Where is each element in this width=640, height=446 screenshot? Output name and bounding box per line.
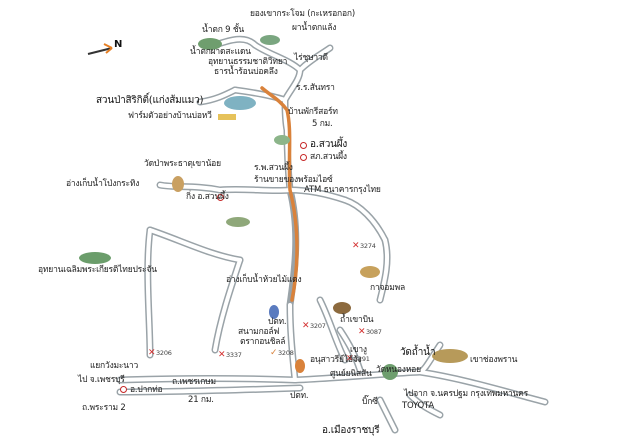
label-pha-nam-taklaeng: ผาน้ำตกแล้ง	[292, 23, 337, 33]
label-wat-nong-hoi: วัดหนองหอย	[376, 365, 421, 375]
label-ptt1: ปตท.	[268, 317, 287, 327]
route-marker-3291: ✕	[346, 354, 354, 364]
label-shop: ร้านขายของพร้อมไอซ์	[254, 175, 333, 185]
label-khao-chong-phran: เขาช่องพราน	[470, 355, 518, 365]
route-marker-3207: ✕	[302, 321, 310, 331]
marker-police	[300, 154, 307, 161]
label-to-nakhon: ไปจาก จ.นครปฐม กรุงเทพมหานคร	[404, 389, 529, 399]
label-nong-kok: อนุสาวรีย์ไอ้จ้ง	[310, 355, 362, 365]
route-marker-3087: ✕	[358, 327, 366, 337]
label-route-3274: 3274	[360, 242, 376, 250]
label-yaek-wang-manao: แยกวังมะนาว	[90, 361, 139, 371]
label-ang-huai: อ่างเก็บน้ำห้วยไม้แดง	[226, 275, 302, 285]
route-marker-3337: ✕	[218, 350, 226, 360]
label-golf2: ตรากอนชิลล์	[240, 337, 286, 347]
label-muang-ratchaburi: อ.เมืองราชบุรี	[322, 425, 380, 436]
label-km21: 21 กม.	[188, 395, 214, 405]
label-km5: 5 กม.	[312, 119, 333, 129]
label-rr-school: ร.ร.สันทรา	[296, 83, 335, 93]
label-kaeng-phol: กาจอมพล	[370, 283, 406, 293]
label-golf: สนามกอล์ฟ	[238, 327, 280, 337]
label-pak-tho: อ.ปากท่อ	[130, 385, 163, 395]
label-udom-park: อุทยานเฉลิมพระเกียรติไทยประจัน	[38, 265, 157, 275]
label-toyota: TOYOTA	[402, 401, 434, 411]
label-wat-phrathat: วัดป่าพระธาตุเขาน้อย	[144, 159, 221, 169]
label-to-petchaburi: ไป จ.เพชรบุรี	[78, 375, 125, 385]
marker-pak-tho	[120, 386, 127, 393]
marker-amphoe	[300, 142, 307, 149]
north-arrow: N	[86, 38, 126, 62]
label-hospital: ร.พ.สวนผึ้ง	[254, 163, 293, 173]
label-pha-nern-thung: ยองเขากระโจม (กะเหรอกอก)	[250, 9, 355, 19]
label-ang-kep-nam: อ่างเก็บน้ำโป่งกระทิง	[66, 179, 140, 189]
label-amphoe-suanphueng: อ.สวนผึ้ง	[310, 139, 348, 150]
landmark-illustrations	[79, 35, 468, 380]
label-the-scenery: บ้านพักรีสอร์ท	[288, 107, 338, 117]
north-arrow-icon	[87, 43, 113, 55]
label-route-3206: 3206	[156, 349, 172, 357]
label-route-3207: 3207	[310, 322, 326, 330]
label-route-3291: 3291	[354, 355, 370, 363]
north-label: N	[114, 39, 123, 50]
label-king-amphoe: กิ่ง อ.สวนผึ้ง	[186, 192, 229, 202]
label-bigc: บิ๊กซี	[362, 397, 378, 407]
label-tham-khao-bin: ถ้ำเขาบิน	[340, 315, 374, 325]
label-tharn-nam: ธารน้ำร้อนบ่อคลึง	[214, 67, 278, 77]
label-route-3337: 3337	[226, 351, 242, 359]
main-route-line	[260, 86, 299, 302]
label-petchkasem: ถ.เพชรเกษม	[172, 377, 216, 387]
route-marker-3208: ✓	[270, 348, 278, 358]
label-police: สภ.สวนผึ้ง	[310, 152, 347, 162]
label-nam-tok-9: น้ำตก 9 ชั้น	[202, 25, 245, 35]
route-marker-3274: ✕	[352, 241, 360, 251]
label-rama2: ถ.พระราม 2	[82, 403, 126, 413]
label-farm: ฟาร์มตัวอย่างบ้านบ่อหวี	[128, 111, 212, 121]
label-atm: ATM ธนาคารกรุงไทย	[304, 185, 381, 195]
marker-king-amphoe	[217, 194, 224, 201]
label-rongchai: ไร่ชุษาวดี	[294, 53, 328, 63]
label-wat-khanon: วัดถ้ำน้ำ	[400, 347, 436, 358]
route-marker-3206: ✕	[148, 348, 156, 358]
label-khao-ngu: เขางู	[350, 345, 367, 355]
label-route-3208: 3208	[278, 349, 294, 357]
label-nam-tok-pha-daeng: น้ำตกผาดสะแดน	[190, 47, 251, 57]
label-suan-pa-sirikit: สวนป่าสิริกิติ์(แก่งส้มแมว)	[96, 95, 204, 106]
label-ptt2: ปตท.	[290, 391, 309, 401]
label-central: ศูนย์ยนิสสัน	[330, 369, 372, 379]
label-route-3087: 3087	[366, 328, 382, 336]
label-wildlife-center: อุทยานธรรมชาติวิทยา	[208, 57, 288, 67]
